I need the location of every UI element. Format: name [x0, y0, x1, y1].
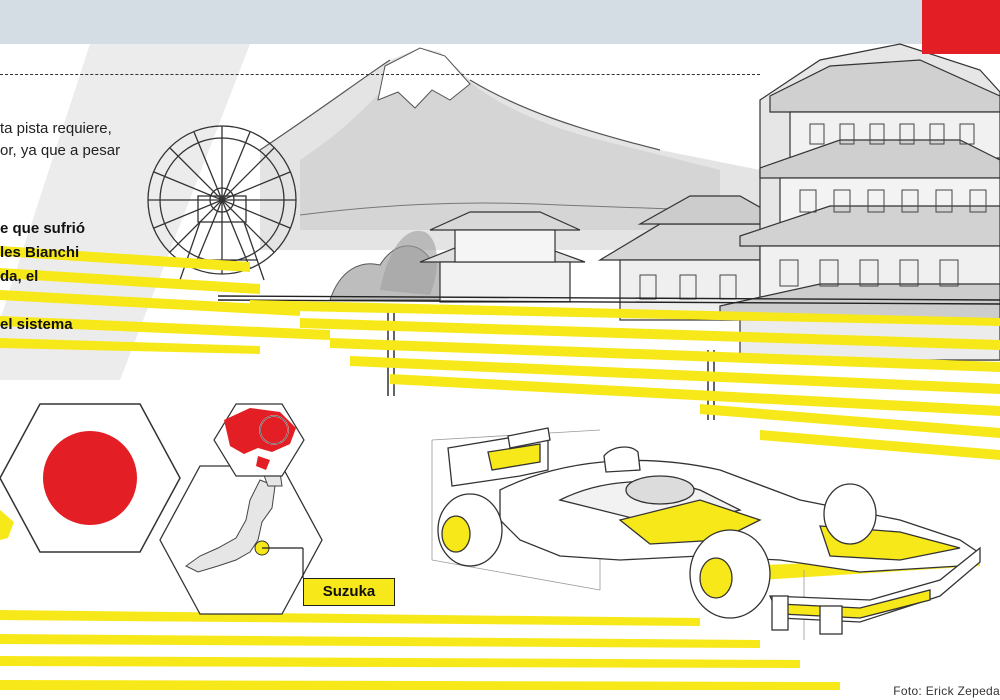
- yellow-hex-fragment: [0, 510, 14, 540]
- article-bold-line-4: el sistema: [0, 316, 73, 333]
- header-band: [0, 0, 1000, 44]
- ferris-wheel-sketch: [147, 125, 297, 281]
- article-bold-line-2: les Bianchi: [0, 244, 80, 261]
- article-bold-line-3: da, el: [0, 268, 39, 285]
- japan-flag-hexagon: [0, 403, 181, 553]
- japan-map-hexagon: [159, 465, 323, 615]
- suzuka-label: Suzuka: [303, 578, 395, 606]
- asia-locator-hexagon: [213, 403, 305, 477]
- photo-credit: Foto: Erick Zepeda: [893, 684, 1000, 698]
- red-corner-tab: [922, 0, 1000, 54]
- rising-sun-circle: [43, 431, 137, 525]
- castle-sketch: [419, 43, 1000, 361]
- yellow-stripes-upper: [0, 246, 1000, 460]
- mount-fuji-sketch: [259, 47, 760, 250]
- dashed-divider: [0, 74, 760, 75]
- article-line-2: or, ya que a pesar: [0, 142, 121, 159]
- article-line-1: ta pista requiere,: [0, 120, 112, 137]
- yellow-stripes-lower: [0, 556, 980, 690]
- article-bold-line-1: e que sufrió: [0, 220, 86, 237]
- f1-car-sketch: [431, 427, 981, 640]
